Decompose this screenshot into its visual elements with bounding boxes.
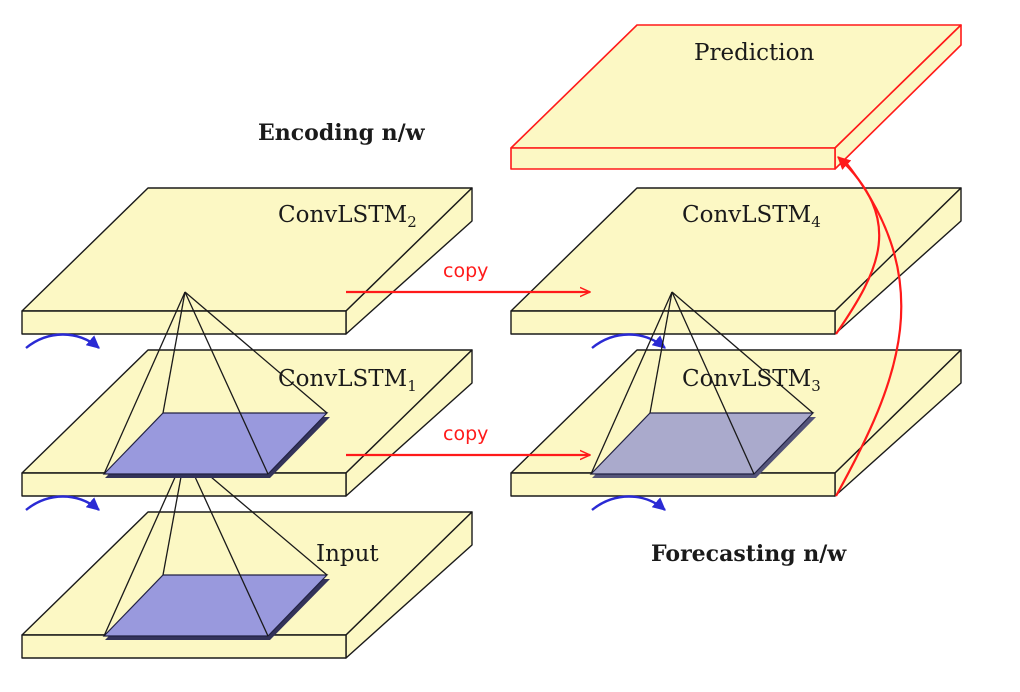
self-loop-arrow-icon — [25, 495, 100, 511]
copy-connection-upper: copy — [346, 260, 590, 292]
convlstm3-to-convlstm4-pyramid — [590, 291, 814, 475]
self-loop-arrow-icon — [591, 333, 666, 349]
convlstm1-kernel — [102, 412, 330, 478]
input-label: Input — [316, 541, 379, 567]
convlstm3-kernel — [589, 412, 816, 478]
self-loop-arrow-icon — [591, 495, 666, 511]
input-kernel — [102, 574, 330, 640]
encoding-network-heading: Encoding n/w — [258, 120, 426, 146]
convlstm4-to-prediction-arrow — [835, 156, 881, 335]
forecast-to-prediction-arrows — [835, 156, 903, 497]
convlstm2-layer: ConvLSTM2 — [21, 187, 473, 349]
copy-connection-lower: copy — [346, 423, 590, 455]
copy-label-lower: copy — [443, 423, 488, 445]
self-loop-arrow-icon — [25, 333, 100, 349]
prediction-layer: Prediction — [510, 24, 962, 170]
prediction-label: Prediction — [694, 40, 814, 66]
forecasting-network-heading: Forecasting n/w — [651, 541, 847, 567]
convlstm4-layer: ConvLSTM4 — [510, 187, 962, 349]
convlstm1-to-convlstm2-pyramid — [103, 291, 328, 475]
convlstm2-label: ConvLSTM2 — [278, 202, 417, 231]
copy-label-upper: copy — [443, 260, 488, 282]
convlstm4-label: ConvLSTM4 — [682, 202, 821, 231]
convlstm1-label: ConvLSTM1 — [278, 366, 417, 395]
convlstm3-label: ConvLSTM3 — [682, 366, 821, 395]
